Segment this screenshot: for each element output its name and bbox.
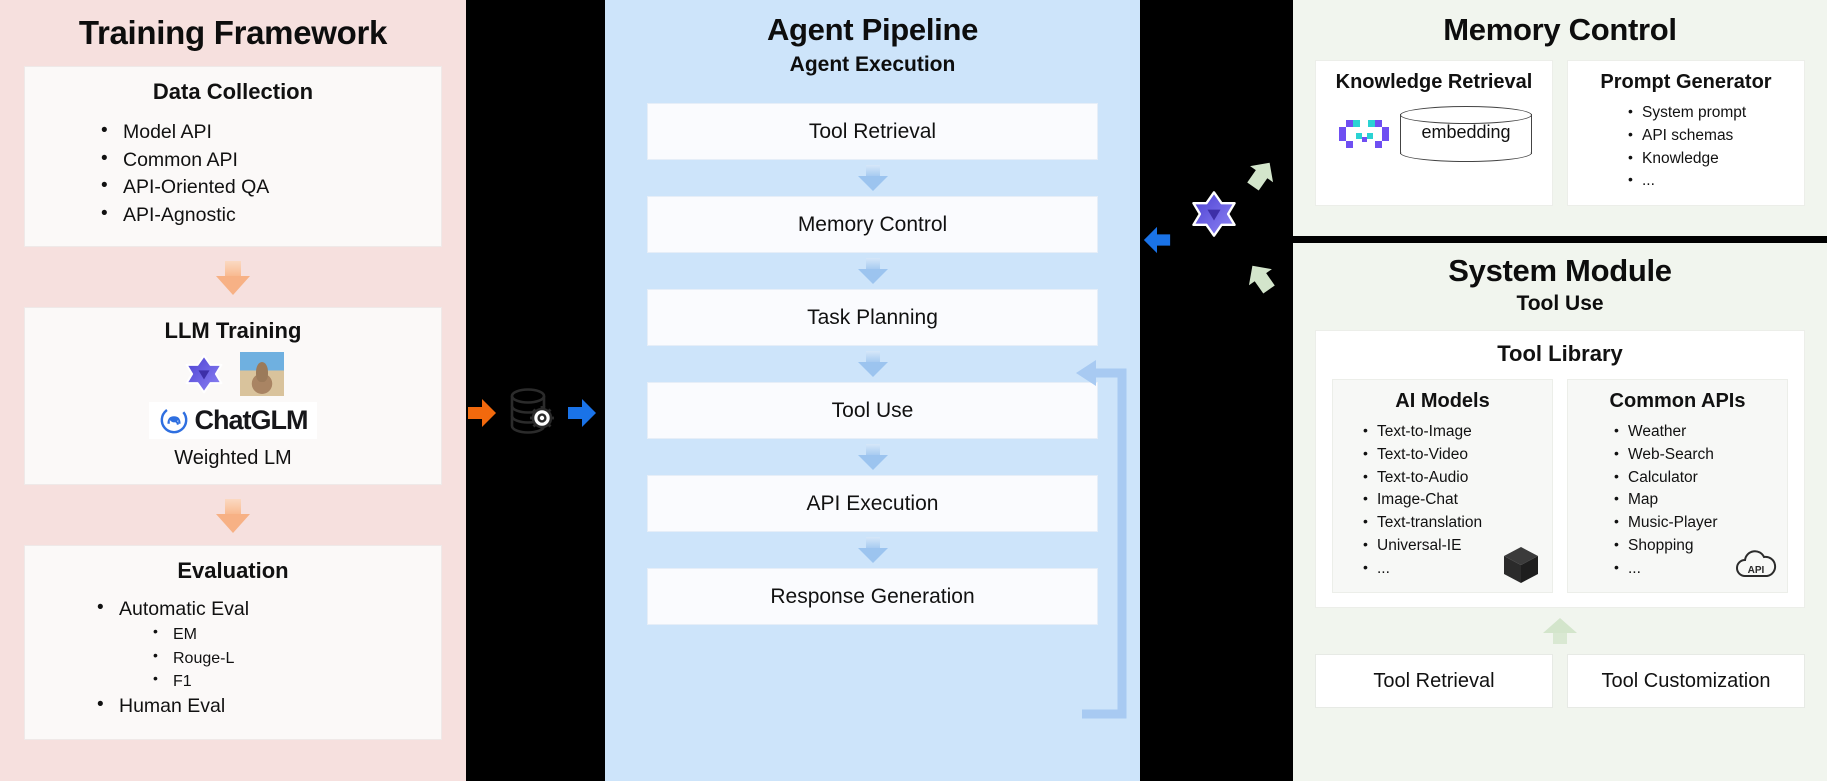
common-apis-title: Common APIs <box>1609 390 1746 412</box>
agentlm-logo-icon <box>185 354 223 394</box>
arrow-down-icon <box>857 444 888 470</box>
ai-models-list: Text-to-Image Text-to-Video Text-to-Audi… <box>1361 420 1544 581</box>
training-framework-title: Training Framework <box>78 14 388 51</box>
ai-models-title: AI Models <box>1395 390 1490 412</box>
embedding-braces-icon <box>1339 120 1389 148</box>
left-connector-zone <box>466 0 605 781</box>
list-item: Text-translation <box>1361 511 1544 535</box>
weighted-lm-caption: Weighted LM <box>174 446 292 469</box>
data-collection-title: Data Collection <box>152 79 314 104</box>
tool-retrieval-button[interactable]: Tool Retrieval <box>1315 654 1553 709</box>
llm-training-card: LLM Training ChatGLM <box>24 306 442 485</box>
arrow-left-blue-icon <box>1143 226 1171 254</box>
list-item: Common API <box>93 146 441 175</box>
metrics-list: EM Rouge-L F1 <box>145 621 441 693</box>
llm-training-title: LLM Training <box>164 317 302 343</box>
list-item: Web-Search <box>1612 443 1779 467</box>
embedding-database-icon: embedding <box>1400 106 1532 162</box>
arrow-down-icon <box>857 351 888 377</box>
list-item: Map <box>1612 488 1779 512</box>
list-item: Music-Player <box>1612 511 1779 535</box>
list-item: System prompt <box>1626 101 1794 125</box>
pipeline-step-response-generation[interactable]: Response Generation <box>647 568 1098 625</box>
list-item: Shopping <box>1612 534 1779 558</box>
list-item: API-Agnostic <box>93 201 441 230</box>
pipeline-step-memory-control[interactable]: Memory Control <box>647 196 1098 253</box>
cube-icon <box>1504 547 1538 584</box>
data-collection-card: Data Collection Model API Common API API… <box>24 66 442 247</box>
evaluation-list: Automatic Eval EM Rouge-L F1 Human Eval <box>89 595 441 721</box>
list-item: ... <box>1361 557 1544 581</box>
pipeline-step-tool-use[interactable]: Tool Use <box>647 382 1098 439</box>
common-apis-card: Common APIs Weather Web-Search Calculato… <box>1567 379 1788 594</box>
pipeline-step-task-planning[interactable]: Task Planning <box>647 289 1098 346</box>
pipeline-step-api-execution[interactable]: API Execution <box>647 475 1098 532</box>
memory-control-panel: Memory Control Knowledge Retrieval <box>1293 0 1827 236</box>
list-item: EM <box>145 621 441 646</box>
system-module-title: System Module <box>1448 253 1672 288</box>
agent-pipeline-title: Agent Pipeline <box>766 12 979 47</box>
list-item: Human Eval <box>89 692 441 721</box>
embedding-label: embedding <box>1421 122 1511 142</box>
elephant-icon <box>160 406 187 434</box>
agent-pipeline-subtitle: Agent Execution <box>789 53 956 76</box>
arrow-right-blue-icon <box>568 399 596 427</box>
list-item: ... <box>1626 169 1794 193</box>
database-gear-icon <box>510 388 554 434</box>
arrow-up-green-icon <box>1248 265 1275 294</box>
tool-library-card: Tool Library AI Models Text-to-Image Tex… <box>1315 330 1805 609</box>
list-item: Automatic Eval EM Rouge-L F1 <box>89 595 441 693</box>
arrow-down-icon <box>216 498 250 533</box>
list-item: Rouge-L <box>145 645 441 670</box>
prompt-generator-list: System prompt API schemas Knowledge ... <box>1626 101 1794 193</box>
memory-control-title: Memory Control <box>1443 12 1677 47</box>
chatglm-logo: ChatGLM <box>148 401 318 439</box>
api-label: API <box>1748 565 1765 576</box>
chatglm-wordmark: ChatGLM <box>194 404 309 435</box>
llama-photo <box>240 351 284 396</box>
api-cloud-icon: API <box>1736 550 1777 578</box>
list-item: Image-Chat <box>1361 488 1544 512</box>
list-item: ... <box>1612 557 1779 581</box>
pipeline-step-tool-retrieval[interactable]: Tool Retrieval <box>647 103 1098 160</box>
arrow-right-orange-icon <box>468 399 496 427</box>
arrow-up-green-icon <box>1247 162 1274 191</box>
arrow-down-icon <box>857 258 888 284</box>
list-item: Model API <box>93 118 441 147</box>
common-apis-list: Weather Web-Search Calculator Map Music-… <box>1612 420 1779 581</box>
training-framework-panel: Training Framework Data Collection Model… <box>0 0 466 781</box>
list-item: Text-to-Audio <box>1361 466 1544 490</box>
model-logos-row <box>25 351 441 396</box>
tool-customization-button[interactable]: Tool Customization <box>1567 654 1805 709</box>
evaluation-card: Evaluation Automatic Eval EM Rouge-L F1 … <box>24 544 442 740</box>
knowledge-retrieval-card: Knowledge Retrieval <box>1315 60 1553 207</box>
prompt-generator-title: Prompt Generator <box>1600 71 1772 93</box>
data-collection-list: Model API Common API API-Oriented QA API… <box>93 118 441 230</box>
knowledge-retrieval-title: Knowledge Retrieval <box>1335 71 1533 93</box>
list-item: Weather <box>1612 420 1779 444</box>
arrow-up-green-icon <box>1543 618 1577 645</box>
automatic-eval-label: Automatic Eval <box>119 597 250 620</box>
right-connector-zone <box>1140 0 1293 781</box>
agentlm-logo-icon <box>1192 191 1236 237</box>
list-item: Text-to-Video <box>1361 443 1544 467</box>
list-item: Calculator <box>1612 466 1779 490</box>
arrow-down-icon <box>216 260 250 295</box>
arrow-down-icon <box>857 537 888 563</box>
list-item: Knowledge <box>1626 147 1794 171</box>
system-module-panel: System Module Tool Use Tool Library AI M… <box>1293 243 1827 781</box>
system-module-subtitle: Tool Use <box>1516 292 1604 315</box>
list-item: API schemas <box>1626 124 1794 148</box>
list-item: API-Oriented QA <box>93 173 441 202</box>
evaluation-title: Evaluation <box>177 557 289 583</box>
arrow-down-icon <box>857 165 888 191</box>
ai-models-card: AI Models Text-to-Image Text-to-Video Te… <box>1332 379 1553 594</box>
agent-pipeline-panel: Agent Pipeline Agent Execution Tool Retr… <box>605 0 1140 781</box>
prompt-generator-card: Prompt Generator System prompt API schem… <box>1567 60 1805 207</box>
list-item: F1 <box>145 668 441 693</box>
list-item: Text-to-Image <box>1361 420 1544 444</box>
list-item: Universal-IE <box>1361 534 1544 558</box>
tool-library-title: Tool Library <box>1497 341 1623 366</box>
